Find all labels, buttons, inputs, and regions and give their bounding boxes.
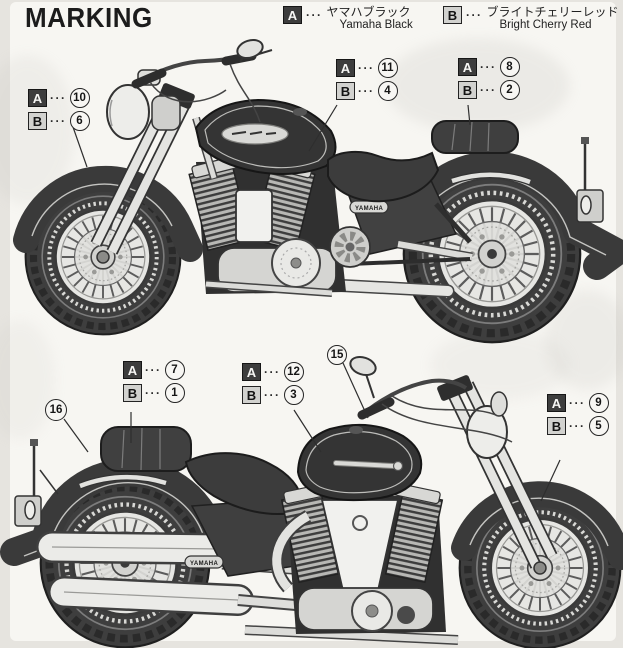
- callout-dots: ···: [569, 419, 586, 433]
- legend-dots: ···: [466, 8, 483, 22]
- bike2-mirror: [349, 355, 377, 377]
- callout-bike1-front-fender: A···10 B···6: [28, 88, 90, 134]
- callout-dots: ···: [358, 84, 375, 98]
- bike1-mirror: [236, 38, 264, 60]
- bike2-front-fender: [451, 481, 623, 570]
- bike2-rear-fender: [0, 458, 225, 566]
- bike-2: YAMAHA: [0, 355, 623, 648]
- paint-chip-b: B: [123, 384, 142, 402]
- color-name-en: Bright Cherry Red: [499, 19, 592, 31]
- color-name-en: Yamaha Black: [339, 19, 413, 31]
- callout-dots: ···: [50, 91, 67, 105]
- paint-chip-b: B: [242, 386, 261, 404]
- svg-text:YAMAHA: YAMAHA: [190, 561, 218, 567]
- part-number-circle: 16: [45, 399, 67, 421]
- paint-chip-a: A: [547, 394, 566, 412]
- part-number-circle: 8: [499, 57, 520, 77]
- legend-dots: ···: [306, 8, 323, 22]
- paint-chip-b: B: [458, 81, 477, 99]
- part-circle-15: 15: [327, 345, 347, 365]
- part-number-circle: 4: [377, 81, 398, 101]
- callout-bike1-fuel-tank: A···11 B···4: [336, 58, 398, 104]
- bike1-seat: [327, 150, 440, 203]
- part-number-circle: 15: [327, 345, 347, 365]
- page-title: MARKING: [25, 2, 153, 34]
- part-number-circle: 12: [283, 362, 304, 382]
- part-number-circle: 7: [164, 360, 185, 380]
- callout-dots: ···: [50, 114, 67, 128]
- paint-chip-b: B: [336, 82, 355, 100]
- part-number-circle: 1: [164, 383, 185, 403]
- legend-item-bright-cherry-red: B ··· ブライトチェリーレッド Bright Cherry Red: [443, 6, 619, 32]
- paint-chip-b: B: [547, 417, 566, 435]
- bike1-headlight: [106, 84, 150, 140]
- paint-chip-b: B: [28, 112, 47, 130]
- leader-lines: [63, 104, 561, 502]
- bike2-headlight: [466, 405, 508, 459]
- part-circle-16: 16: [45, 399, 67, 421]
- bike1-front-fender: [13, 165, 203, 262]
- part-number-circle: 6: [69, 111, 90, 131]
- paint-chip-a: A: [336, 59, 355, 77]
- bike2-backrest: [100, 426, 192, 472]
- color-code-a-chip: A: [283, 6, 302, 24]
- part-number-circle: 2: [499, 80, 520, 100]
- paint-chip-a: A: [458, 58, 477, 76]
- callout-dots: ···: [145, 386, 162, 400]
- color-name-jp: ブライトチェリーレッド: [486, 5, 619, 19]
- legend-item-yamaha-black: A ··· ヤマハブラック Yamaha Black: [283, 6, 413, 32]
- callout-dots: ···: [264, 365, 281, 379]
- color-code-b-chip: B: [443, 6, 462, 24]
- part-number-circle: 5: [588, 416, 609, 436]
- callout-dots: ···: [145, 363, 162, 377]
- part-number-circle: 10: [69, 88, 90, 108]
- paint-chip-a: A: [242, 363, 261, 381]
- part-number-circle: 11: [377, 58, 398, 78]
- callout-bike1-rear-fender: A···8 B···2: [458, 57, 520, 103]
- paint-chip-a: A: [123, 361, 142, 379]
- bike1-passenger-pad: [431, 120, 519, 154]
- color-name-jp: ヤマハブラック: [326, 5, 411, 19]
- bike1-engine-panel: [235, 189, 273, 243]
- callout-bike2-seat: A···7 B···1: [123, 360, 185, 406]
- callout-dots: ···: [480, 83, 497, 97]
- callout-dots: ···: [569, 396, 586, 410]
- callout-dots: ···: [480, 60, 497, 74]
- bike-1: YAMAHA: [13, 38, 623, 342]
- part-number-circle: 9: [588, 393, 609, 413]
- paint-chip-a: A: [28, 89, 47, 107]
- part-number-circle: 3: [283, 385, 304, 405]
- svg-text:YAMAHA: YAMAHA: [355, 206, 383, 212]
- callout-dots: ···: [264, 388, 281, 402]
- callout-dots: ···: [358, 61, 375, 75]
- callout-bike2-front-fender: A···9 B···5: [547, 393, 609, 439]
- callout-bike2-fuel-tank: A···12 B···3: [242, 362, 304, 408]
